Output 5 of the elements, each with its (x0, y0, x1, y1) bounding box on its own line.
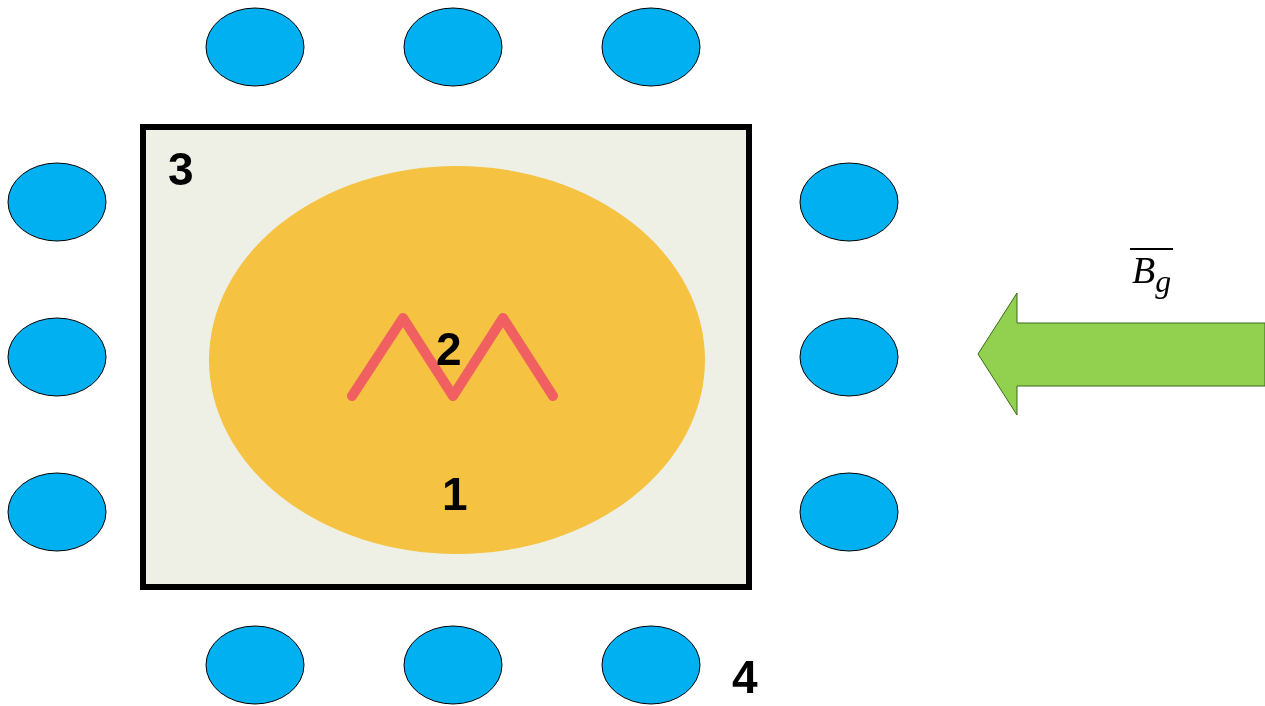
part-number: 3 (168, 146, 194, 192)
part-number: 1 (442, 471, 468, 517)
frame-box (140, 124, 752, 590)
part-number: 4 (732, 654, 758, 700)
part-number: 2 (436, 326, 462, 372)
